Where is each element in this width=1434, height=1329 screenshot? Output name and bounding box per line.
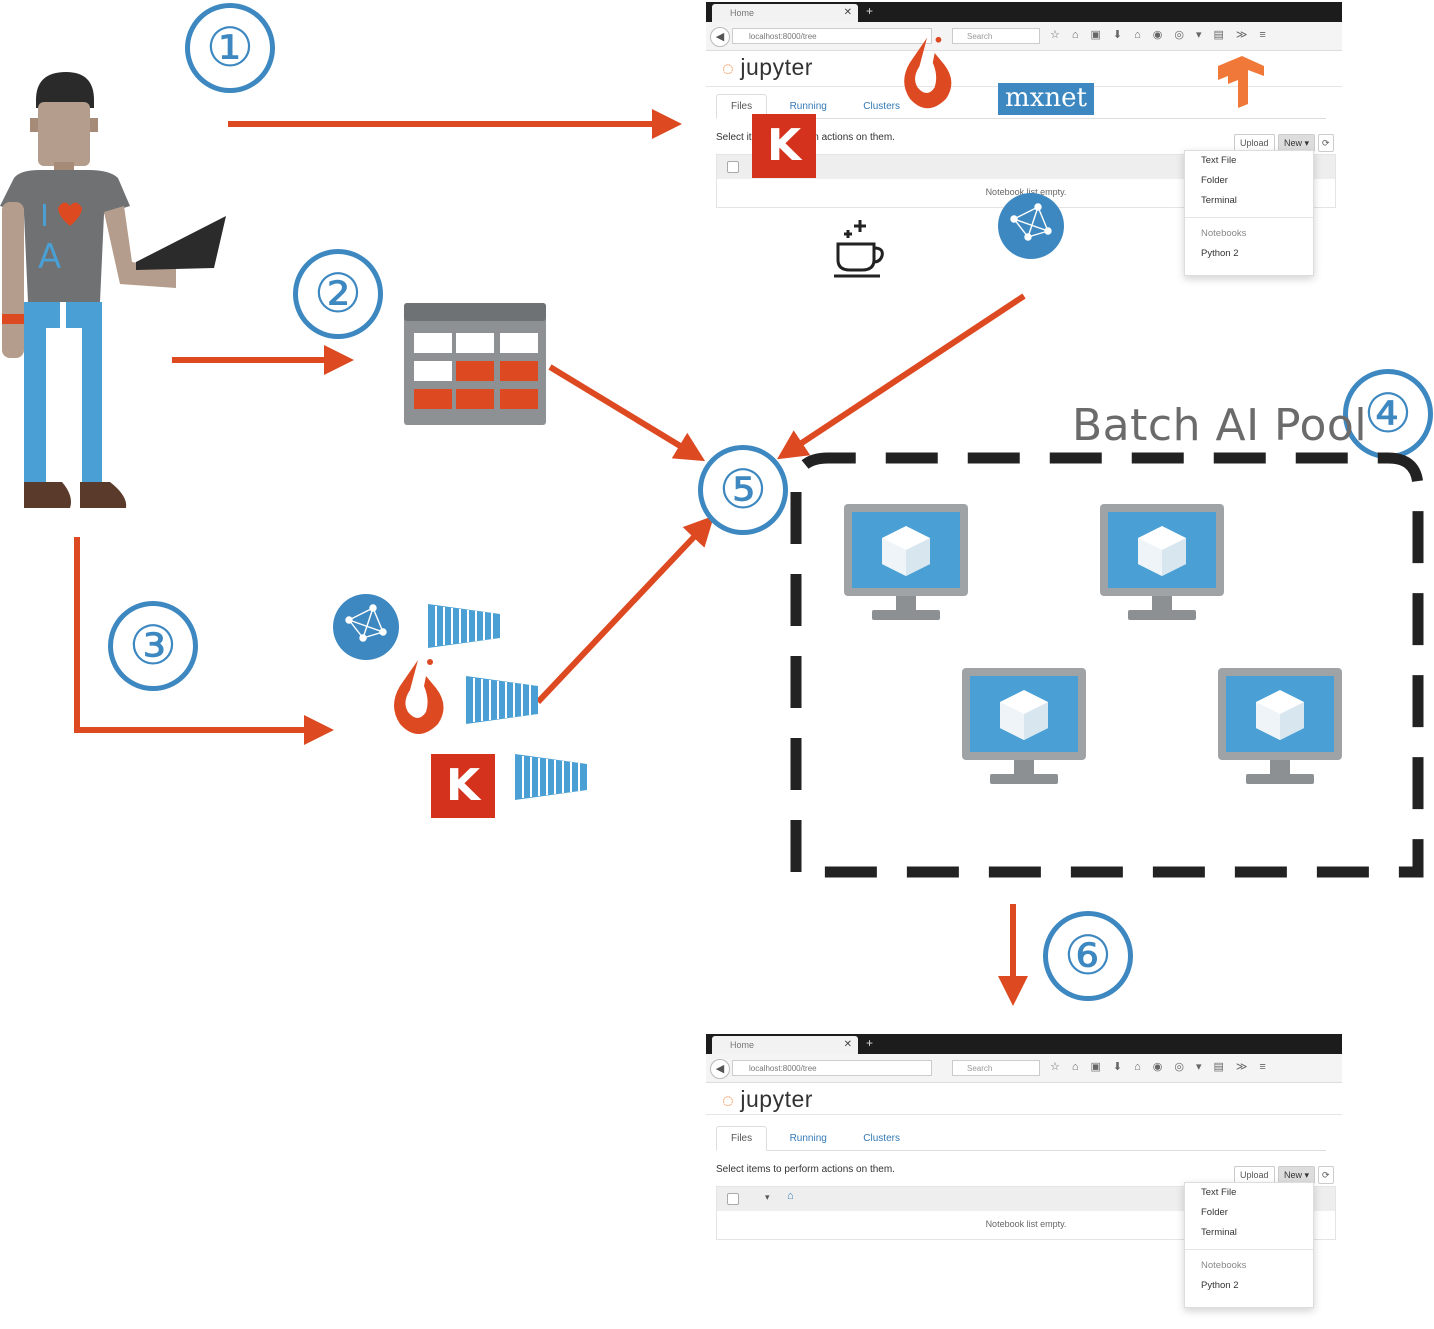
- url-bar[interactable]: localhost:8000/tree: [732, 28, 932, 44]
- new-tab-icon[interactable]: +: [866, 4, 874, 18]
- tab-running[interactable]: Running: [789, 101, 827, 112]
- vm-monitor-icon-1: [844, 504, 968, 620]
- batch-ai-pool-boundary: [790, 452, 1424, 878]
- browser-tab[interactable]: Home ✕: [712, 1036, 858, 1054]
- step-5-badge: ⑤: [698, 445, 788, 535]
- container-icon-2: [466, 676, 538, 724]
- batch-ai-pool-title: Batch AI Pool: [1072, 400, 1368, 451]
- back-icon[interactable]: ◀: [710, 1059, 730, 1079]
- search-input[interactable]: Search: [952, 28, 1040, 44]
- select-all-checkbox[interactable]: [727, 1193, 739, 1205]
- cntk-cup-icon: [834, 220, 884, 278]
- menu-header-notebooks: Notebooks: [1201, 228, 1247, 239]
- menu-item-python2[interactable]: Python 2: [1201, 1280, 1239, 1291]
- step-3-badge: ③: [108, 601, 198, 691]
- vm-monitor-icon-4: [1218, 668, 1342, 784]
- network-graph-icon-top: [998, 193, 1064, 259]
- new-dropdown-menu: Text File Folder Terminal Notebooks Pyth…: [1184, 1182, 1314, 1308]
- menu-item-text-file[interactable]: Text File: [1201, 155, 1237, 166]
- tab-clusters[interactable]: Clusters: [863, 1133, 900, 1144]
- keras-logo-top: K: [752, 114, 816, 178]
- refresh-button[interactable]: ⟳: [1318, 134, 1334, 152]
- close-icon[interactable]: ✕: [843, 1039, 852, 1050]
- svg-text:I: I: [40, 199, 49, 234]
- url-bar[interactable]: localhost:8000/tree: [732, 1060, 932, 1076]
- browser-tab-bar: Home ✕ +: [706, 1034, 1342, 1054]
- vm-monitor-icon-3: [962, 668, 1086, 784]
- browser-nav-bar: ◀ localhost:8000/tree Search ☆⌂▣⬇⌂◉◎▾▤≫≡: [706, 22, 1342, 51]
- step-6-badge: ⑥: [1043, 911, 1133, 1001]
- toolbar-icons[interactable]: ☆⌂▣⬇⌂◉◎▾▤≫≡: [1050, 29, 1278, 41]
- select-all-checkbox[interactable]: [727, 161, 739, 173]
- home-icon[interactable]: ⌂: [787, 1190, 794, 1202]
- search-input[interactable]: Search: [952, 1060, 1040, 1076]
- empty-list-text: Notebook list empty.: [985, 187, 1067, 197]
- menu-item-terminal[interactable]: Terminal: [1201, 195, 1237, 206]
- arrow-storage-to-5: [548, 364, 706, 462]
- new-dropdown-menu: Text File Folder Terminal Notebooks Pyth…: [1184, 150, 1314, 276]
- jupyter-tabs: Files Running Clusters: [716, 1126, 1326, 1151]
- tab-title: Home: [730, 1040, 755, 1050]
- jupyter-header: ◌jupyter: [706, 1082, 1342, 1115]
- tab-clusters[interactable]: Clusters: [863, 101, 900, 112]
- jupyter-mark-icon: ◌: [722, 1090, 735, 1112]
- new-tab-icon[interactable]: +: [866, 1036, 874, 1050]
- jupyter-logo[interactable]: ◌jupyter: [722, 54, 813, 80]
- jupyter-mark-icon: ◌: [722, 58, 735, 80]
- arrow-3: [74, 537, 334, 745]
- storage-table-icon: [404, 303, 546, 425]
- arrow-frameworks-to-5: [535, 515, 715, 705]
- menu-item-terminal[interactable]: Terminal: [1201, 1227, 1237, 1238]
- mxnet-logo: mxnet: [998, 83, 1094, 115]
- menu-item-text-file[interactable]: Text File: [1201, 1187, 1237, 1198]
- back-icon[interactable]: ◀: [710, 27, 730, 47]
- upload-button[interactable]: Upload: [1234, 134, 1275, 152]
- data-scientist-figure: I A: [0, 72, 226, 508]
- close-icon[interactable]: ✕: [843, 7, 852, 18]
- jupyter-browser-bottom: Home ✕ + ◀ localhost:8000/tree Search ☆⌂…: [706, 1034, 1342, 1320]
- menu-item-python2[interactable]: Python 2: [1201, 248, 1239, 259]
- selection-hint: Select items to perform actions on them.: [716, 1164, 895, 1175]
- keras-logo-step3: K: [431, 754, 495, 818]
- browser-tab-bar: Home ✕ +: [706, 2, 1342, 22]
- network-graph-icon: [333, 594, 399, 660]
- vm-monitor-icon-2: [1100, 504, 1224, 620]
- toolbar-icons[interactable]: ☆⌂▣⬇⌂◉◎▾▤≫≡: [1050, 1061, 1278, 1073]
- container-icon-1: [428, 604, 500, 648]
- menu-divider: [1185, 217, 1313, 218]
- empty-list-text: Notebook list empty.: [985, 1219, 1067, 1229]
- menu-divider: [1185, 1249, 1313, 1250]
- step-2-badge: ②: [293, 249, 383, 339]
- menu-item-folder[interactable]: Folder: [1201, 175, 1228, 186]
- svg-text:A: A: [38, 237, 61, 277]
- dropdown-caret-icon[interactable]: ▾: [765, 1192, 770, 1202]
- menu-header-notebooks: Notebooks: [1201, 1260, 1247, 1271]
- browser-tab[interactable]: Home ✕: [712, 4, 858, 22]
- step-1-badge: ①: [185, 3, 275, 93]
- refresh-button[interactable]: ⟳: [1318, 1166, 1334, 1184]
- browser-nav-bar: ◀ localhost:8000/tree Search ☆⌂▣⬇⌂◉◎▾▤≫≡: [706, 1054, 1342, 1083]
- pytorch-flame-icon: [394, 659, 444, 734]
- tab-running[interactable]: Running: [789, 1133, 827, 1144]
- tab-title: Home: [730, 8, 755, 18]
- tab-files[interactable]: Files: [716, 1126, 768, 1151]
- arrow-jupyter-to-5: [776, 293, 1026, 460]
- jupyter-logo[interactable]: ◌jupyter: [722, 1086, 813, 1112]
- tensorflow-logo-icon: [1218, 56, 1264, 108]
- menu-item-folder[interactable]: Folder: [1201, 1207, 1228, 1218]
- container-icon-3: [515, 754, 587, 800]
- pytorch-flame-icon-top: [904, 36, 952, 109]
